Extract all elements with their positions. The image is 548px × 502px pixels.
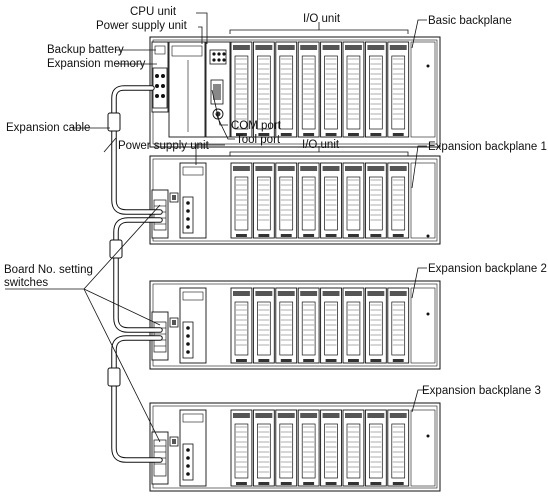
io-module	[342, 41, 365, 138]
io-module	[275, 162, 298, 239]
ferrite-core-3	[107, 367, 121, 387]
io-module	[252, 162, 275, 239]
io-module	[387, 41, 410, 138]
io-module	[342, 162, 365, 239]
basic-io-modules	[230, 41, 410, 138]
expansion-backplane-1	[149, 155, 441, 245]
exp1-io-modules	[230, 162, 410, 239]
io-module	[252, 409, 275, 487]
io-module	[320, 41, 342, 138]
io-module	[297, 162, 320, 239]
label-com-port: COM port	[231, 120, 282, 132]
cpu-unit-module	[205, 41, 231, 138]
label-io-unit-mid: I/O unit	[302, 139, 340, 151]
io-module	[342, 409, 365, 487]
io-module	[320, 162, 342, 239]
io-module	[364, 41, 387, 138]
io-module	[252, 41, 275, 138]
label-tool-port: Tool port	[236, 134, 281, 146]
expansion-backplane-3	[149, 402, 441, 492]
io-module	[297, 287, 320, 364]
io-module	[230, 162, 253, 239]
io-module	[297, 409, 320, 487]
io-module	[387, 409, 410, 487]
exp3-board-no-switch	[169, 436, 179, 447]
io-module	[364, 162, 387, 239]
io-module	[252, 287, 275, 364]
io-module	[387, 162, 410, 239]
label-expansion-cable: Expansion cable	[6, 122, 90, 134]
label-switches: switches	[4, 277, 48, 289]
expansion-cables	[107, 85, 163, 463]
io-module	[230, 409, 253, 487]
io-module	[387, 287, 410, 364]
io-module	[320, 409, 342, 487]
label-expansion-backplane-3: Expansion backplane 3	[422, 385, 541, 397]
label-expansion-backplane-2: Expansion backplane 2	[428, 263, 547, 275]
io-module	[230, 41, 253, 138]
io-module	[297, 41, 320, 138]
label-cpu-unit: CPU unit	[130, 6, 177, 18]
io-module	[342, 287, 365, 364]
io-module	[275, 409, 298, 487]
basic-power-supply-module	[168, 41, 206, 138]
exp3-io-modules	[230, 409, 410, 487]
label-power-supply-unit-top: Power supply unit	[96, 20, 188, 32]
exp2-power-supply-unit	[179, 287, 207, 364]
exp1-board-no-switch	[169, 192, 179, 203]
annotation-labels: CPU unit Power supply unit Backup batter…	[4, 6, 547, 397]
exp3-power-supply-unit	[179, 409, 207, 487]
io-module	[364, 287, 387, 364]
label-basic-backplane: Basic backplane	[428, 15, 512, 27]
label-backup-battery: Backup battery	[47, 44, 124, 56]
label-power-supply-unit-mid: Power supply unit	[118, 140, 210, 152]
exp2-io-modules	[230, 287, 410, 364]
ferrite-core-2	[109, 239, 123, 259]
ferrite-core-1	[107, 112, 121, 132]
io-module	[230, 287, 253, 364]
basic-backplane	[149, 36, 441, 148]
leader-lines	[5, 12, 427, 443]
label-io-unit-top: I/O unit	[303, 13, 341, 25]
io-module	[364, 409, 387, 487]
label-board-no-setting: Board No. setting	[4, 264, 93, 276]
exp2-board-no-switch	[169, 317, 179, 328]
io-module	[275, 41, 298, 138]
exp1-power-supply-unit	[179, 162, 207, 239]
basic-power-supply-unit	[151, 41, 169, 113]
label-expansion-memory: Expansion memory	[47, 58, 146, 70]
expansion-backplane-2	[149, 280, 441, 370]
io-module	[275, 287, 298, 364]
io-module	[320, 287, 342, 364]
label-expansion-backplane-1: Expansion backplane 1	[428, 141, 547, 153]
